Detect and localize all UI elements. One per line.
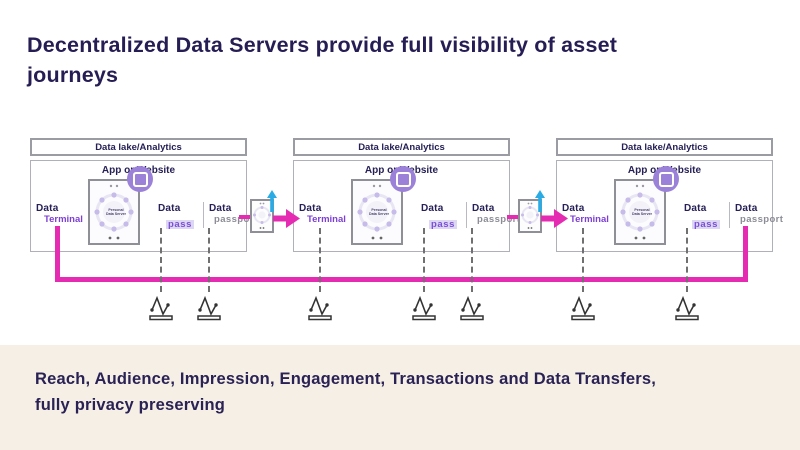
data-pass-logo: Data pass	[684, 203, 721, 230]
divider	[466, 202, 467, 228]
phone-icon: Personal Data Server	[88, 179, 140, 245]
journey-line-up	[743, 226, 748, 282]
data-lake-box: Data lake/Analytics	[30, 138, 247, 156]
phone-icon: Personal Data Server	[614, 179, 666, 245]
slide-title: Decentralized Data Servers provide full …	[27, 31, 767, 90]
pink-link	[507, 215, 518, 219]
up-arrow-icon	[267, 190, 277, 212]
signature-icon	[308, 295, 332, 321]
data-passport-logo: Data passport	[735, 203, 784, 225]
drop-line	[582, 228, 584, 292]
server-block-1: Data lake/Analytics App or Website Data …	[30, 138, 257, 252]
journey-line-across	[55, 277, 748, 282]
app-window-icon	[132, 171, 148, 187]
drop-line	[160, 228, 162, 292]
app-box: App or Website Data Terminal	[293, 160, 520, 252]
personal-data-server-label: Personal Data Server	[369, 208, 389, 217]
app-box: App or Website Data Terminal	[30, 160, 257, 252]
signature-icon	[412, 295, 436, 321]
data-pass-logo: Data pass	[158, 203, 195, 230]
personal-data-server-graphic	[357, 184, 397, 240]
divider	[203, 202, 204, 228]
app-badge-icon	[127, 166, 153, 192]
drop-line	[471, 228, 473, 292]
data-passport-logo: Data passport	[209, 203, 258, 225]
slide-title-line1: Decentralized Data Servers provide full …	[27, 33, 618, 57]
drop-line	[319, 228, 321, 292]
data-pass-logo: Data pass	[421, 203, 458, 230]
flow-arrow-icon	[541, 209, 568, 228]
signature-icon	[149, 295, 173, 321]
phone-icon: Personal Data Server	[351, 179, 403, 245]
personal-data-server-label: Personal Data Server	[106, 208, 126, 217]
data-terminal-logo: Data Terminal	[36, 203, 83, 225]
signature-icon	[197, 295, 221, 321]
signature-icon	[675, 295, 699, 321]
data-lake-box: Data lake/Analytics	[556, 138, 773, 156]
personal-data-server-graphic	[620, 184, 660, 240]
pink-link	[239, 215, 250, 219]
footer-text-line1: Reach, Audience, Impression, Engagement,…	[35, 370, 657, 388]
drop-line	[423, 228, 425, 292]
up-arrow-icon	[535, 190, 545, 212]
server-block-2: Data lake/Analytics App or Website Data …	[293, 138, 520, 252]
data-lake-box: Data lake/Analytics	[293, 138, 510, 156]
signature-icon	[571, 295, 595, 321]
app-window-icon	[395, 171, 411, 187]
journey-line-down	[55, 226, 60, 282]
data-lake-label: Data lake/Analytics	[358, 141, 445, 153]
data-passport-logo: Data passport	[472, 203, 521, 225]
personal-data-server-label: Personal Data Server	[632, 208, 652, 217]
app-badge-icon	[390, 166, 416, 192]
signature-icon	[460, 295, 484, 321]
flow-arrow-icon	[273, 209, 300, 228]
divider	[729, 202, 730, 228]
data-lake-label: Data lake/Analytics	[95, 141, 182, 153]
app-box: App or Website Data Terminal	[556, 160, 783, 252]
footer-text-line2: fully privacy preserving	[35, 396, 226, 415]
footer-bar: Reach, Audience, Impression, Engagement,…	[0, 345, 800, 450]
data-terminal-logo: Data Terminal	[299, 203, 346, 225]
footer-text: Reach, Audience, Impression, Engagement,…	[35, 366, 656, 419]
app-badge-icon	[653, 166, 679, 192]
slide-title-line2: journeys	[27, 62, 119, 87]
personal-data-server-graphic	[94, 184, 134, 240]
drop-line	[208, 228, 210, 292]
server-block-3: Data lake/Analytics App or Website Data …	[556, 138, 783, 252]
app-window-icon	[658, 171, 674, 187]
drop-line	[686, 228, 688, 292]
data-lake-label: Data lake/Analytics	[621, 141, 708, 153]
data-terminal-logo: Data Terminal	[562, 203, 609, 225]
